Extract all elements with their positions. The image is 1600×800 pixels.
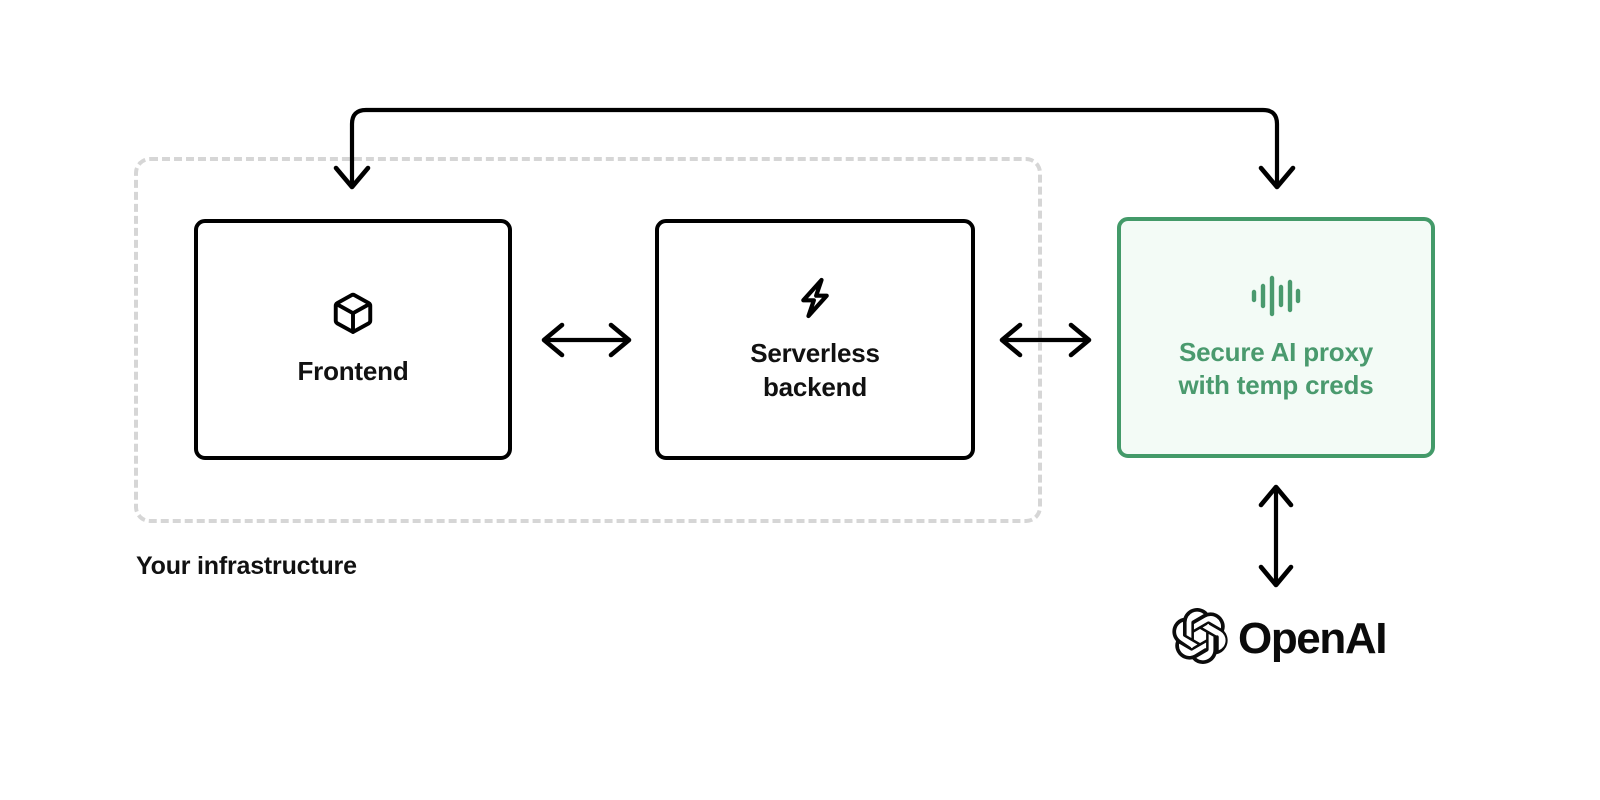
node-backend-label: Serverless backend: [750, 338, 880, 402]
openai-wordmark: OpenAI: [1238, 613, 1387, 663]
node-backend[interactable]: Serverless backend: [655, 219, 975, 460]
node-frontend[interactable]: Frontend: [194, 219, 512, 460]
node-proxy[interactable]: Secure AI proxy with temp creds: [1117, 217, 1435, 458]
lightning-bolt-icon: [792, 275, 838, 326]
node-frontend-label: Frontend: [297, 356, 409, 387]
infrastructure-group-label: Your infrastructure: [136, 552, 357, 580]
audio-waveform-icon: [1250, 273, 1302, 324]
cube-icon: [330, 290, 376, 341]
connector-proxy-openai: [1258, 484, 1294, 588]
openai-provider: OpenAI: [1172, 608, 1387, 669]
openai-logo-icon: [1172, 608, 1228, 669]
node-proxy-label: Secure AI proxy with temp creds: [1178, 336, 1374, 400]
